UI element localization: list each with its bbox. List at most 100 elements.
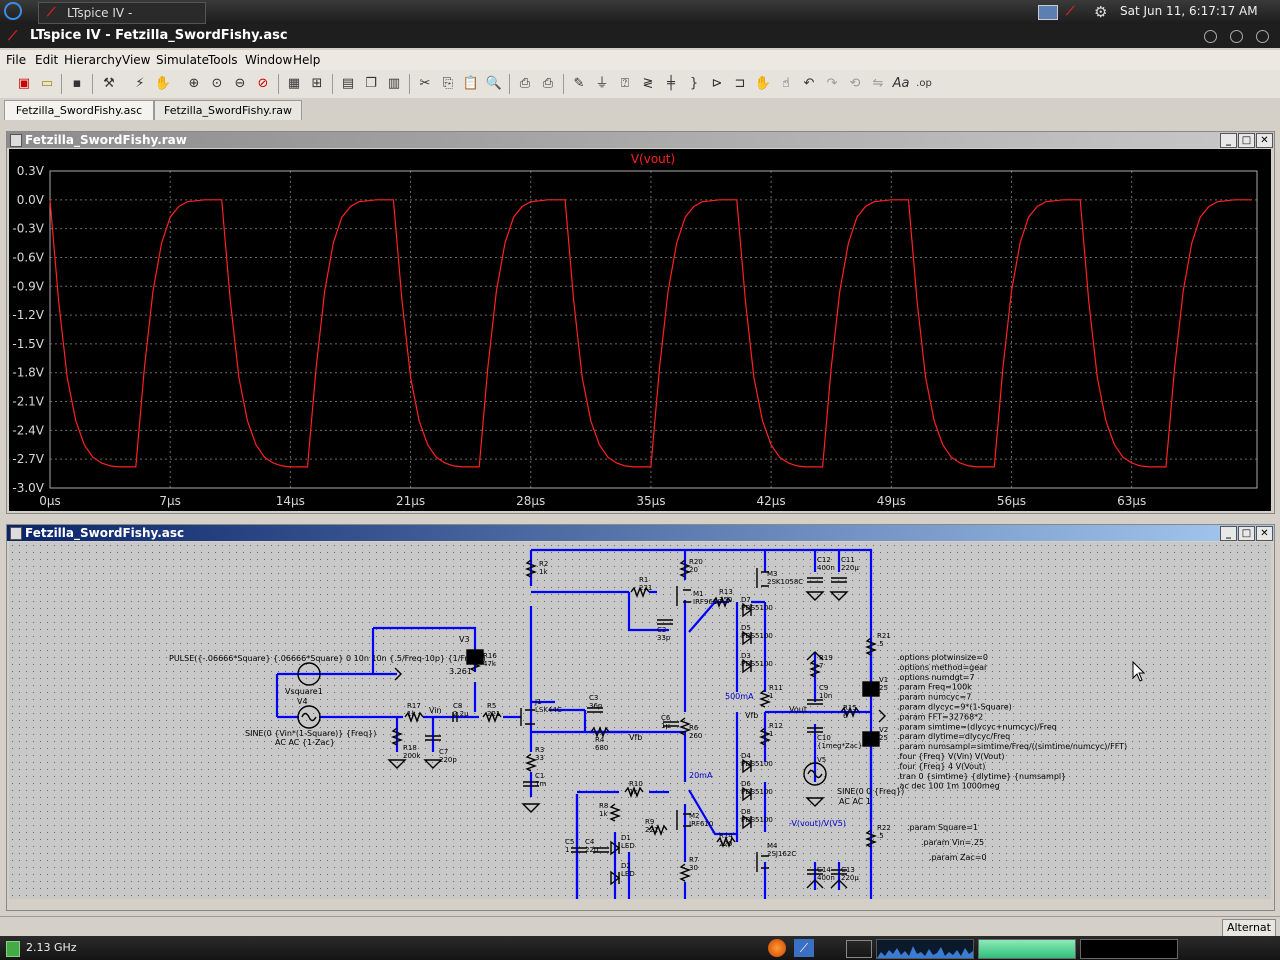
component-value-v1[interactable]: 25 — [879, 684, 888, 692]
component-ref-r3[interactable]: R3 — [535, 746, 544, 754]
spice-directive[interactable]: .param Freq=100k — [897, 683, 972, 692]
close-button[interactable] — [1256, 30, 1269, 43]
component-ref-c6[interactable]: C6 — [661, 714, 671, 722]
component-ref-r20[interactable]: R20 — [689, 558, 703, 566]
tab-schematic[interactable]: Fetzilla_SwordFishy.asc — [4, 100, 154, 120]
print-setup-icon[interactable]: ⎙ — [519, 76, 531, 91]
component-value-r2[interactable]: 1k — [539, 568, 548, 576]
component-ref-r1[interactable]: R1 — [639, 576, 648, 584]
zoom-full-icon[interactable]: ⊙ — [211, 76, 223, 91]
component-ref-j1[interactable]: J1 — [534, 698, 542, 706]
component-value-r13[interactable]: 350 — [719, 596, 732, 604]
trace-vout-line[interactable] — [49, 199, 1252, 468]
component-ref-r8[interactable]: R8 — [599, 802, 608, 810]
trace-label-vout[interactable]: V(vout) — [631, 152, 675, 166]
menu-tools[interactable]: Tools — [208, 53, 238, 67]
component-value-c13[interactable]: 220µ — [841, 874, 859, 882]
meas-expression[interactable]: -V(vout)/V(V5) — [789, 819, 846, 828]
firefox-icon[interactable] — [768, 939, 786, 957]
run-icon[interactable]: ⚡ — [135, 76, 145, 91]
component-value-r9[interactable]: 221 — [645, 826, 658, 834]
component-ref-d2[interactable]: D2 — [621, 862, 631, 870]
component-ref-c5[interactable]: C5 — [565, 838, 574, 846]
net-vin[interactable]: Vin — [429, 706, 442, 715]
spice-directive[interactable]: .param FFT=32768*2 — [897, 712, 983, 721]
net-vfb-left[interactable]: Vfb — [629, 733, 642, 742]
spice-directive[interactable]: .options plotwinsize=0 — [897, 653, 988, 662]
spice-directive[interactable]: .options method=gear — [897, 663, 988, 672]
component-value-c3[interactable]: 36p — [589, 702, 603, 710]
workspace-switcher-icon[interactable] — [846, 940, 872, 958]
open-icon[interactable]: ▭ — [40, 76, 54, 91]
component-ref-c9[interactable]: C9 — [819, 684, 828, 692]
waveform-close-button[interactable]: ✕ — [1256, 133, 1273, 148]
component-value-r14[interactable]: 220 — [719, 840, 732, 848]
schematic-drawing[interactable]: PULSE({-.06666*Square} {.06666*Square} 0… — [9, 542, 1271, 899]
component-value-c1[interactable]: 1m — [535, 780, 546, 788]
component-ref-m1[interactable]: M1 — [693, 590, 704, 598]
component-ref-c11[interactable]: C11 — [841, 556, 855, 564]
component-value-c14[interactable]: 400n — [817, 874, 835, 882]
menu-file[interactable]: File — [6, 53, 27, 67]
component-ref-r17[interactable]: R17 — [407, 702, 421, 710]
v3-label[interactable]: V3 — [459, 635, 470, 644]
component-value-m3[interactable]: 2SK1058C — [767, 578, 803, 586]
autorange-icon[interactable]: ▦ — [287, 76, 301, 91]
component-ref-r2[interactable]: R2 — [539, 560, 548, 568]
component-value-d1[interactable]: LED — [621, 842, 635, 850]
spice-directive[interactable]: .param dlytime=dlycyc/Freq — [897, 732, 1010, 741]
component-ref-v2[interactable]: V2 — [879, 726, 888, 734]
spice-directive[interactable]: .param dlycyc=9*(1-Square) — [897, 703, 1012, 712]
net-vout[interactable]: Vout — [789, 705, 807, 714]
component-value-r7[interactable]: 30 — [689, 864, 698, 872]
component-ref-r9[interactable]: R9 — [645, 818, 654, 826]
component-ref-d3[interactable]: D3 — [741, 652, 751, 660]
param-directive[interactable]: .param Vin=.25 — [921, 838, 984, 847]
spice-directive[interactable]: .four {Freq} 4 V(Vout) — [897, 762, 985, 771]
diode-icon[interactable]: ⊳ — [711, 76, 723, 91]
component-value-d5[interactable]: PDS5100 — [741, 632, 773, 640]
ground-icon[interactable]: ⏚ — [595, 76, 609, 91]
waveform-maximize-button[interactable]: □ — [1238, 133, 1255, 148]
component-value-c11[interactable]: 220µ — [841, 564, 859, 572]
spice-directive[interactable]: .tran 0 {simtime} {dlytime} {numsampl} — [897, 772, 1066, 781]
zoom-out-icon[interactable]: ⊖ — [234, 76, 246, 91]
current-20ma[interactable]: 20mA — [689, 771, 713, 780]
print-icon[interactable]: ⎙ — [542, 76, 554, 91]
control-panel-icon[interactable]: ⚒ — [103, 76, 115, 91]
component-value-d3[interactable]: PDS5100 — [741, 660, 773, 668]
component-value-d4[interactable]: PDS5100 — [741, 760, 773, 768]
component-ref-r10[interactable]: R10 — [629, 780, 643, 788]
drag-icon[interactable]: ☝ — [782, 76, 790, 91]
ac-label[interactable]: AC AC {1-Zac} — [275, 738, 335, 747]
minimize-button[interactable] — [1204, 30, 1217, 43]
component-value-m1[interactable]: IRF9610 — [693, 598, 722, 606]
system-settings-icon[interactable]: ⚙ — [1094, 3, 1108, 21]
component-value-c8[interactable]: 2.2µ — [453, 710, 469, 718]
component-ref-d5[interactable]: D5 — [741, 624, 751, 632]
ltspice-panel-icon[interactable]: ⟋ — [794, 939, 814, 957]
component-value-c12[interactable]: 400n — [817, 564, 835, 572]
distro-logo-icon[interactable] — [4, 2, 22, 20]
waveform-plot[interactable]: V(vout) 0.3V0.0V-0.3V-0.6V-0.9V-1.2V-1.5… — [9, 149, 1271, 511]
component-ref-d7[interactable]: D7 — [741, 596, 751, 604]
component-ref-m2[interactable]: M2 — [689, 812, 700, 820]
component-value-d8[interactable]: PDS5100 — [741, 816, 773, 824]
spice-directive[interactable]: .options numdgt=7 — [897, 673, 975, 682]
menu-window[interactable]: Window — [245, 53, 293, 67]
maximize-button[interactable] — [1230, 30, 1243, 43]
new-schematic-icon[interactable]: ▣ — [17, 76, 31, 91]
component-ref-d6[interactable]: D6 — [741, 780, 751, 788]
component-value-m4[interactable]: 2SJ162C — [767, 850, 796, 858]
component-ref-v5[interactable]: V5 — [817, 756, 826, 764]
component-ref-r12[interactable]: R12 — [769, 722, 783, 730]
menu-hierarchy[interactable]: Hierarchy — [64, 53, 123, 67]
spice-directive[interactable]: .param simtime=(dlycyc+numcyc)/Freq — [897, 722, 1057, 731]
ltspice-tray-icon[interactable]: ⟋ — [1066, 4, 1075, 18]
grid-icon[interactable]: ⊞ — [311, 76, 323, 91]
component-value-r6[interactable]: 260 — [689, 732, 702, 740]
spice-directive-icon[interactable]: .op — [916, 78, 932, 89]
v5-ac-label[interactable]: AC AC 1 — [839, 797, 871, 806]
component-ref-r22[interactable]: R22 — [877, 824, 891, 832]
